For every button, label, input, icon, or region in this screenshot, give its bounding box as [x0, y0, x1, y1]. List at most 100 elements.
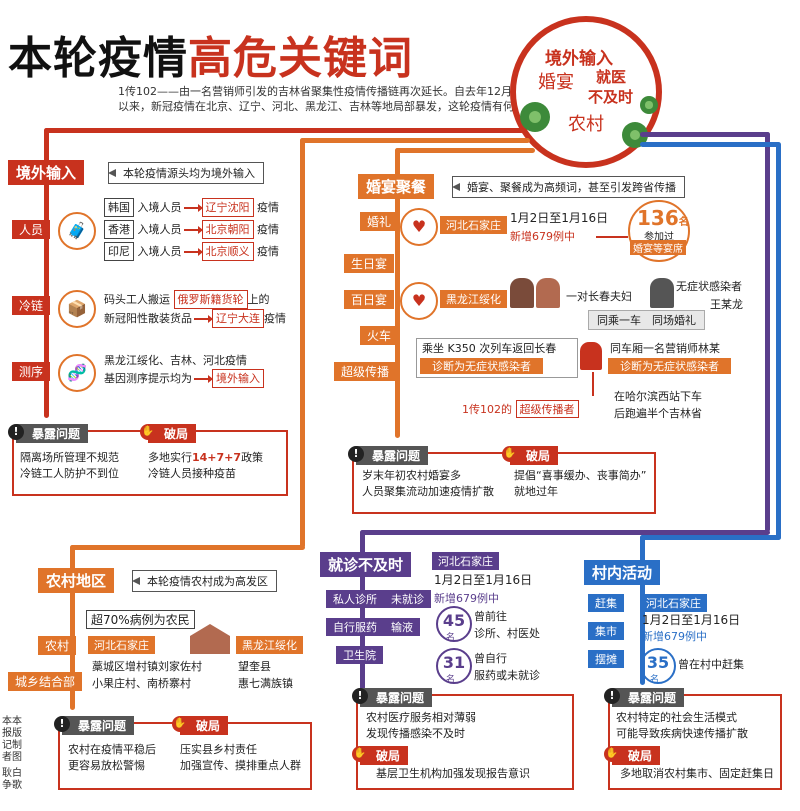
wedding-hb-tag: 河北石家庄 — [440, 216, 507, 234]
connector-line-orange2 — [395, 148, 400, 438]
panel-problem-text: 岁末年初农村婚宴多 人员聚集流动加速疫情扩散 — [362, 469, 494, 498]
hand-icon: ✋ — [352, 746, 368, 762]
medical-hb-tag: 河北石家庄 — [432, 552, 499, 570]
imported-row: 香港 入境人员北京朝阳 疫情 — [104, 220, 279, 239]
rural-hb-text: 藁城区增村镇刘家佐村 小果庄村、南桥寨村 — [92, 660, 202, 690]
panel-head-solution: 破局 — [360, 746, 409, 765]
alert-icon: ! — [348, 446, 364, 462]
imported-row: 印尼 入境人员北京顺义 疫情 — [104, 242, 279, 261]
panel-solution-text: 压实县乡村责任 加强宣传、摸排重点人群 — [180, 743, 301, 772]
credit-c: 白歌 — [12, 768, 22, 791]
rural-over70: 超70%病例为农民 — [86, 610, 195, 629]
hand-icon: ✋ — [604, 746, 620, 762]
count-circle-35: 35 — [640, 648, 676, 684]
panel-problem-text: 隔离场所管理不规范 冷链工人防护不到位 — [20, 451, 119, 480]
connector-line-blue — [640, 142, 780, 147]
person-icon — [510, 278, 534, 308]
panel-head-problem: 暴露问题 — [62, 716, 135, 735]
tag-infusion: 输液 — [384, 618, 420, 636]
wedding-same-car: 同乘一车 同场婚礼 — [588, 310, 705, 330]
count-31-text: 曾自行 服药或未就诊 — [474, 652, 540, 682]
connector-line-orange — [70, 545, 75, 710]
person-icon — [580, 342, 602, 370]
connector-line-red — [44, 128, 524, 133]
train-line1: 乘坐 K350 次列车返回长春 — [422, 342, 557, 355]
package-icon: 📦 — [58, 290, 96, 328]
alert-icon: ! — [604, 688, 620, 704]
village-hb-tag: 河北石家庄 — [640, 594, 707, 612]
rural-hlj-tag: 黑龙江绥化 — [236, 636, 303, 654]
count-136: 136名 — [637, 206, 689, 230]
section-head-rural: 农村地区 — [38, 568, 115, 593]
imported-note: 本轮疫情源头均为境外输入 — [108, 162, 264, 184]
person-icon — [536, 278, 560, 308]
title-black: 本轮疫情 — [8, 33, 188, 84]
panel-solution-text: 多地取消农村集市、固定赶集日 — [620, 767, 774, 780]
train-line2: 诊断为无症状感染者 — [420, 358, 543, 374]
count-136-label2: 婚宴等宴席 — [630, 240, 686, 255]
tag-birthday: 生日宴 — [344, 254, 395, 273]
hand-icon: ✋ — [172, 716, 188, 732]
tag-train: 火车 — [360, 326, 399, 345]
issue-panel-medical — [356, 694, 574, 790]
circle-keyword-wedding: 婚宴 — [538, 72, 574, 93]
person-icon — [650, 278, 674, 308]
tag-village: 农村 — [38, 636, 77, 655]
tag-health-center: 卫生院 — [336, 646, 383, 664]
wedding-date: 1月2日至1月16日 — [510, 211, 609, 225]
alert-icon: ! — [352, 688, 368, 704]
count-35-text: 曾在村中赶集 — [678, 658, 744, 671]
medical-date: 1月2日至1月16日 — [434, 573, 533, 587]
sequencing-text: 黑龙江绥化、吉林、河北疫情 基因测序提示均为境外输入 — [104, 352, 264, 388]
panel-problem-text: 农村特定的社会生活模式 可能导致疾病快速传播扩散 — [616, 711, 748, 740]
connector-line-purple — [360, 530, 770, 535]
connector-line-purple — [765, 132, 770, 532]
page-title: 本轮疫情高危关键词 — [8, 22, 413, 86]
issue-panel-village — [608, 694, 782, 790]
wedding-note: 婚宴、聚餐成为高频词，甚至引发跨省传播 — [452, 176, 685, 198]
connector-line-purple — [360, 530, 365, 690]
virus-icon — [640, 96, 658, 114]
count-45-unit: 名 — [446, 633, 456, 643]
imported-row: 韩国 入境人员辽宁沈阳 疫情 — [104, 198, 279, 217]
lin-line2: 诊断为无症状感染者 — [608, 358, 731, 374]
cold-chain-text: 码头工人搬运 俄罗斯籍货轮上的 新冠阳性散装货品辽宁大连疫情 — [104, 290, 286, 328]
connector-line-orange — [70, 545, 305, 550]
hand-icon: ✋ — [140, 424, 156, 440]
credit-d: 耿争 — [2, 768, 12, 791]
count-circle-31: 31 — [436, 648, 472, 684]
panel-head-solution: 破局 — [510, 446, 559, 465]
tag-super-spreader: 超级传播 — [334, 362, 397, 381]
credit-a: 本版制图 — [12, 716, 22, 763]
circle-keyword-medical: 就医 — [596, 68, 627, 86]
circle-keyword-late: 不及时 — [588, 88, 634, 106]
tag-self-medicate: 自行服药 — [326, 618, 384, 636]
credit-b: 本报记者 — [2, 716, 12, 763]
alert-icon: ! — [8, 424, 24, 440]
tag-no-visit: 未就诊 — [384, 590, 431, 608]
tag-people: 人员 — [12, 220, 51, 239]
intro-text: 1传102——由一名营销师引发的吉林省聚集性疫情传播链再次延长。自去年12月 以… — [118, 85, 542, 113]
panel-solution-text: 基层卫生机构加强发现报告意识 — [376, 767, 530, 780]
house-icon — [190, 624, 230, 654]
heart-icon: ♥ — [400, 282, 438, 320]
count-31-unit: 名 — [446, 675, 456, 685]
circle-keyword-rural: 农村 — [568, 114, 604, 135]
traveler-icon: 🧳 — [58, 212, 96, 250]
harbin-text: 在哈尔滨西站下车 后跑遍半个吉林省 — [614, 390, 702, 420]
wedding-couple: 一对长春夫妇 — [566, 290, 632, 303]
section-head-medical: 就诊不及时 — [320, 552, 412, 577]
section-head-imported: 境外输入 — [8, 160, 85, 185]
panel-head-solution: 破局 — [612, 746, 661, 765]
connector-line-orange — [300, 138, 530, 143]
tag-wedding: 婚礼 — [360, 212, 399, 231]
count-136-label1: 参加过 — [644, 232, 674, 243]
wedding-new: 新增679例中 — [510, 230, 575, 243]
heart-icon: ♥ — [400, 208, 438, 246]
rural-note: 本轮疫情农村成为高发区 — [132, 570, 277, 592]
tag-market: 赶集 — [588, 594, 624, 612]
panel-head-problem: 暴露问题 — [360, 688, 433, 707]
tag-stall: 摆摊 — [588, 650, 624, 668]
count-circle-45: 45 — [436, 606, 472, 642]
